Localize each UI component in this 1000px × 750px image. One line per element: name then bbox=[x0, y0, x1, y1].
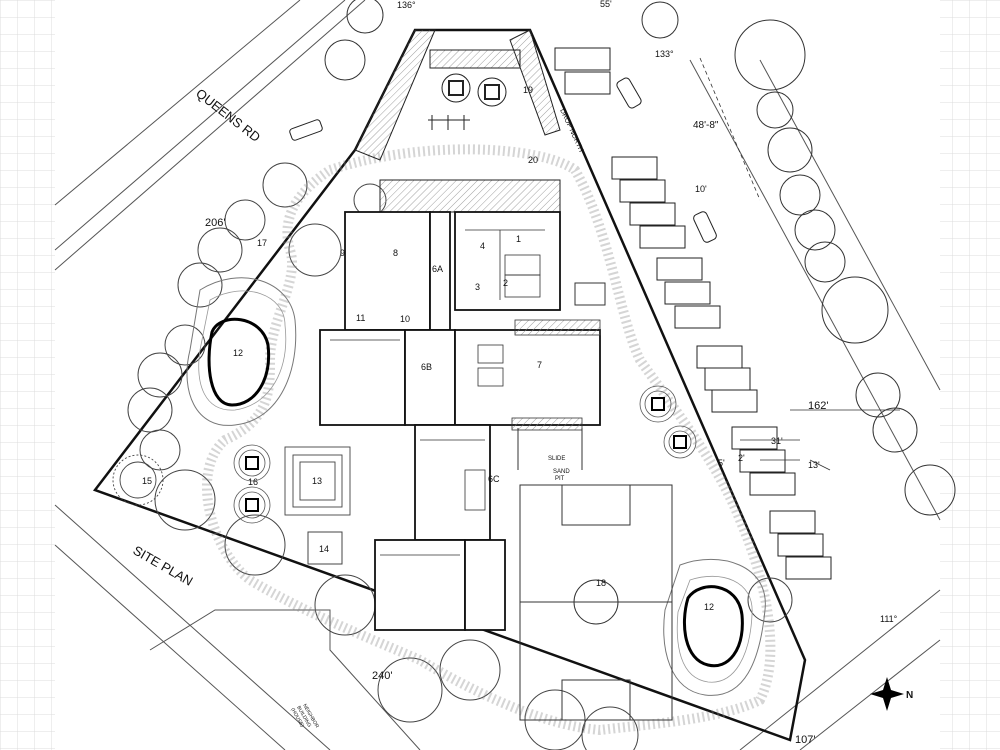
neighbor-building-label: NEIGHBOR BUILDING (HOUSE) bbox=[289, 703, 320, 729]
space-16: 16 bbox=[248, 477, 258, 487]
space-2: 2 bbox=[503, 278, 508, 288]
space-20: 20 bbox=[528, 155, 538, 165]
space-6c: 6C bbox=[488, 474, 500, 484]
space-12-east: 12 bbox=[704, 602, 714, 612]
slide-label: SLIDE bbox=[548, 456, 565, 462]
dim-206: 206' bbox=[205, 217, 225, 229]
dim-48: 48'-8" bbox=[693, 120, 719, 131]
space-6a: 6A bbox=[432, 264, 443, 274]
top-planters bbox=[428, 73, 507, 130]
space-10: 10 bbox=[400, 314, 410, 324]
pit-label: PIT bbox=[555, 476, 565, 482]
space-3: 3 bbox=[475, 282, 480, 292]
space-12-west: 12 bbox=[233, 348, 243, 358]
south-boundary-lines bbox=[54, 504, 941, 750]
pond-12-west bbox=[186, 277, 297, 426]
road-name-label: QUEENS RD bbox=[193, 86, 263, 145]
right-grid-margin bbox=[940, 0, 1000, 750]
space-numbers: 1 2 3 4 6A 6B 6C 7 8 9 10 11 12 12 13 14… bbox=[142, 85, 714, 612]
circular-court-15 bbox=[112, 454, 164, 506]
space-7: 7 bbox=[537, 360, 542, 370]
dim-162: 162' bbox=[808, 400, 828, 412]
space-9: 9 bbox=[340, 248, 345, 258]
angle-111: 111° bbox=[880, 614, 898, 624]
dim-240: 240' bbox=[372, 670, 392, 682]
entry-wings bbox=[354, 29, 561, 213]
pond-12-east bbox=[663, 558, 766, 696]
dim-31: 31' bbox=[771, 436, 783, 446]
dimension-lines bbox=[699, 57, 900, 471]
sheet-title-label: SITE PLAN bbox=[131, 543, 196, 589]
east-street bbox=[689, 59, 941, 521]
space-15: 15 bbox=[142, 476, 152, 486]
dim-107: 107' bbox=[795, 734, 815, 746]
sand-court-13 bbox=[284, 446, 351, 516]
drive-label: DROP NORTH bbox=[558, 108, 584, 153]
space-11: 11 bbox=[356, 313, 365, 323]
space-17: 17 bbox=[257, 238, 267, 248]
space-8: 8 bbox=[393, 248, 398, 258]
sand-label: SAND bbox=[553, 469, 570, 475]
dimension-labels: 136° 55' 133° 48'-8" 10' 206' 162' 31' 5… bbox=[205, 0, 898, 746]
left-grid-margin bbox=[0, 0, 55, 750]
queens-road bbox=[54, 0, 366, 271]
parking-stalls bbox=[554, 47, 832, 580]
dim-55: 55' bbox=[600, 0, 612, 9]
north-arrow bbox=[870, 677, 904, 711]
dim-10: 10' bbox=[695, 184, 707, 194]
dim-13: 13' bbox=[808, 460, 820, 470]
pavilion-14 bbox=[307, 531, 343, 565]
play-labels: SLIDE SAND PIT bbox=[548, 456, 570, 482]
space-4: 4 bbox=[480, 241, 485, 251]
slide-sandpit bbox=[517, 282, 606, 470]
space-6b: 6B bbox=[421, 362, 432, 372]
angle-136: 136° bbox=[397, 0, 416, 10]
space-19: 19 bbox=[523, 85, 533, 95]
soccer-field-18 bbox=[519, 484, 673, 721]
space-13: 13 bbox=[312, 476, 322, 486]
dim-2: 2' bbox=[738, 453, 745, 463]
cars bbox=[289, 77, 717, 243]
street-trees bbox=[324, 0, 956, 516]
walking-path bbox=[201, 144, 776, 736]
angle-133: 133° bbox=[655, 49, 674, 59]
space-18: 18 bbox=[596, 578, 606, 588]
dim-5: 5' bbox=[718, 458, 725, 468]
contour-planters bbox=[233, 385, 697, 524]
interior-details bbox=[330, 229, 601, 556]
space-1: 1 bbox=[516, 234, 521, 244]
space-14: 14 bbox=[319, 544, 329, 554]
north-label: N bbox=[906, 690, 913, 701]
